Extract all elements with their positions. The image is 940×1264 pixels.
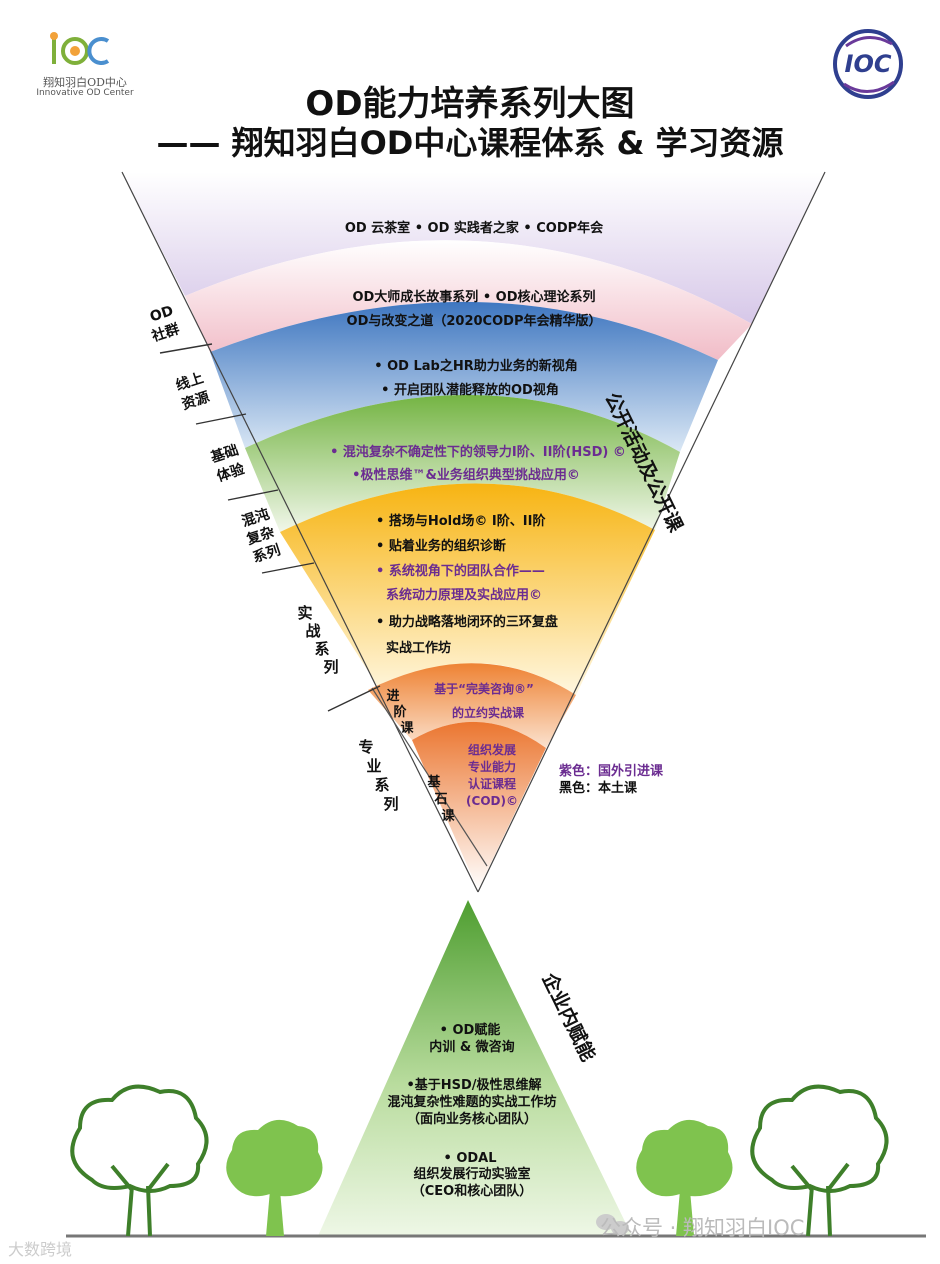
band-chaos-text-1: • 混沌复杂不确定性下的领导力I阶、II阶(HSD) © (330, 444, 626, 460)
label-practice-1: 实 (297, 604, 312, 622)
divider-tick (159, 343, 213, 354)
label-cornerstone-2: 石 (433, 792, 447, 807)
enterprise-item2-line1: •基于HSD/极性思维解 (406, 1077, 541, 1093)
ioc-logo-icon (50, 32, 110, 65)
logo-right: IOC (828, 26, 908, 102)
band-online-text-2: OD与改变之道（2020CODP年会精华版） (347, 313, 602, 329)
divider-tick (261, 562, 315, 574)
legend-black: 黑色：本土课 (559, 780, 638, 796)
legend-purple: 紫色：国外引进课 (559, 763, 664, 779)
band-practice-text-1: • 搭场与Hold场© I阶、II阶 (376, 513, 546, 529)
watermark-right: 公众号 · 翔知羽白IOC (600, 1216, 805, 1240)
logo-right-mark: IOC (845, 50, 892, 78)
ioc-circle-logo-icon: IOC (833, 29, 903, 99)
divider-tick (227, 489, 279, 501)
band-basic-text-2: • 开启团队潜能释放的OD视角 (381, 382, 559, 398)
band-practice-text-6: 实战工作坊 (386, 640, 451, 656)
band-practice-text-4: 系统动力原理及实战应用© (386, 587, 542, 603)
enterprise-item2-line3: （面向业务核心团队） (407, 1111, 537, 1127)
funnel-right-edge (477, 171, 826, 893)
logo-left: 翔知羽白OD中心 Innovative OD Center (30, 30, 140, 102)
band-advanced (368, 663, 576, 748)
band-basic (210, 301, 718, 452)
label-advanced-1: 进 (386, 689, 399, 704)
label-professional-3: 系 (374, 776, 389, 794)
enterprise-item1-line2: 内训 & 微咨询 (429, 1039, 514, 1055)
wechat-icon (596, 1214, 629, 1235)
tree-outline-icon (750, 1084, 889, 1237)
label-practice-2: 战 (305, 622, 320, 640)
tree-filled-icon (636, 1119, 733, 1236)
label-od-community-1: OD (148, 303, 175, 325)
label-practice-4: 列 (323, 658, 338, 676)
band-practice-text-2: • 贴着业务的组织诊断 (376, 538, 506, 554)
band-community-text: OD 云茶室 • OD 实践者之家 • CODP年会 (345, 220, 604, 236)
label-professional-2: 业 (366, 757, 381, 775)
band-cornerstone-text-4: (COD)© (466, 794, 518, 808)
enterprise-item2-line2: 混沌复杂性难题的实战工作坊 (387, 1094, 556, 1110)
label-cornerstone-1: 基 (426, 774, 441, 790)
label-cornerstone-3: 课 (441, 809, 455, 824)
band-cornerstone (412, 721, 546, 890)
enterprise-pyramid (318, 900, 632, 1236)
enterprise-item3-line3: （CEO和核心团队） (412, 1183, 532, 1199)
divider-tick (327, 685, 381, 712)
band-chaos (245, 394, 680, 532)
label-practice-3: 系 (314, 640, 329, 658)
logo-left-cn: 翔知羽白OD中心 (43, 76, 127, 89)
label-advanced-3: 课 (400, 721, 414, 736)
band-cornerstone-text-3: 认证课程 (468, 776, 516, 791)
band-basic-text-1: • OD Lab之HR助力业务的新视角 (374, 358, 577, 374)
band-online (185, 240, 752, 360)
inner-divider (371, 687, 488, 867)
band-cornerstone-text-1: 组织发展 (468, 742, 516, 757)
tree-outline-icon (70, 1084, 209, 1237)
band-practice-text-5: • 助力战略落地闭环的三环复盘 (376, 614, 558, 630)
enterprise-item1-line1: • OD赋能 (440, 1022, 501, 1038)
band-community (122, 172, 825, 324)
page-subtitle: —— 翔知羽白OD中心课程体系 & 学习资源 (156, 124, 784, 162)
label-enterprise: 企业内赋能 (537, 969, 600, 1065)
band-cornerstone-text-2: 专业能力 (468, 759, 516, 774)
tree-filled-icon (226, 1119, 323, 1236)
label-professional-4: 列 (383, 795, 398, 813)
logo-left-en: Innovative OD Center (36, 88, 134, 98)
enterprise-item3-line2: 组织发展行动实验室 (413, 1166, 530, 1182)
funnel-left-edge (121, 171, 479, 893)
page-title: OD能力培养系列大图 (305, 84, 635, 124)
band-practice-text-3: • 系统视角下的团队合作—— (376, 563, 545, 579)
divider-tick (195, 413, 247, 425)
band-practice (280, 483, 655, 695)
label-advanced-2: 阶 (393, 704, 407, 720)
enterprise-item3-line1: • ODAL (443, 1151, 496, 1166)
watermark-left: 大数跨境 (8, 1240, 73, 1259)
band-online-text-1: OD大师成长故事系列 • OD核心理论系列 (352, 289, 595, 305)
band-advanced-text-2: 的立约实战课 (452, 705, 525, 720)
label-professional-1: 专 (358, 738, 373, 756)
band-chaos-text-2: •极性思维™&业务组织典型挑战应用© (352, 467, 580, 483)
band-advanced-text-1: 基于“完美咨询®” (433, 681, 534, 696)
